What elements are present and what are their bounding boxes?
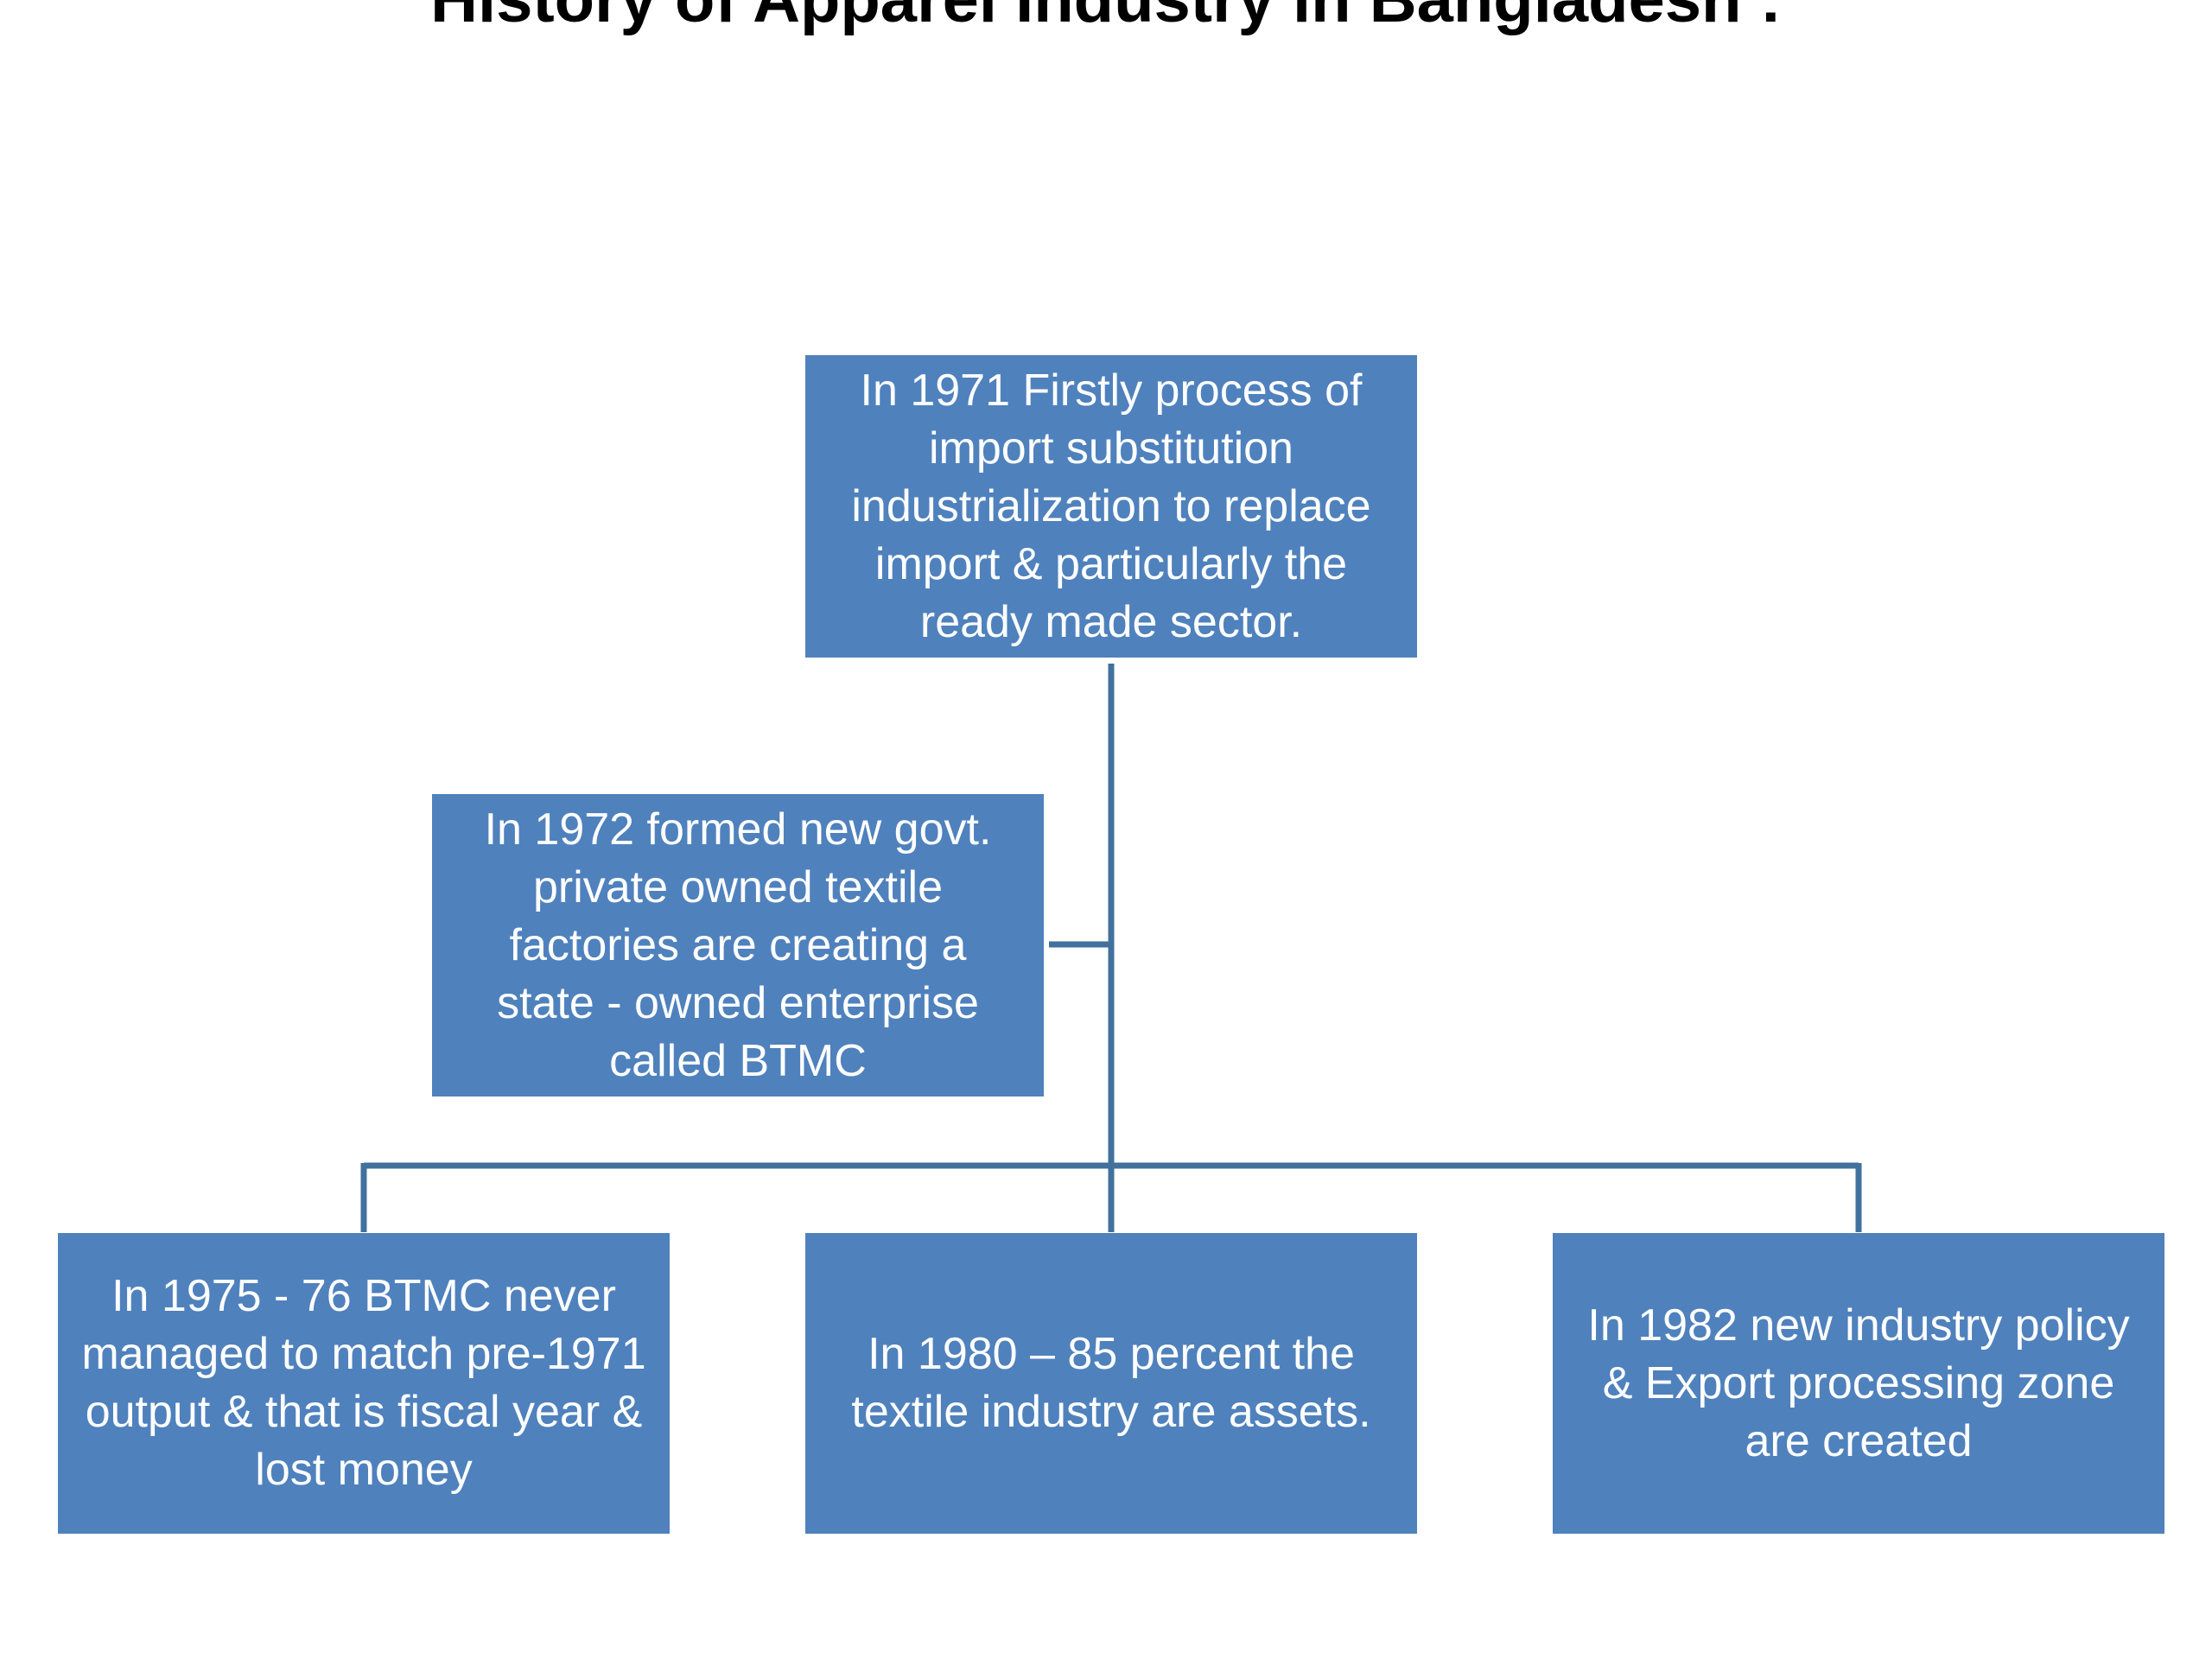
child-node-1975: In 1975 - 76 BTMC never managed to match… (58, 1233, 670, 1534)
child-node-1980: In 1980 – 85 percent the textile industr… (805, 1233, 1417, 1534)
child-node-1982: In 1982 new industry policy & Export pro… (1553, 1233, 2164, 1534)
assistant-node: In 1972 formed new govt. private owned t… (432, 794, 1044, 1096)
root-node: In 1971 Firstly process of import substi… (805, 355, 1417, 658)
slide-title: History of Apparel Industry in Banglades… (0, 0, 2212, 43)
